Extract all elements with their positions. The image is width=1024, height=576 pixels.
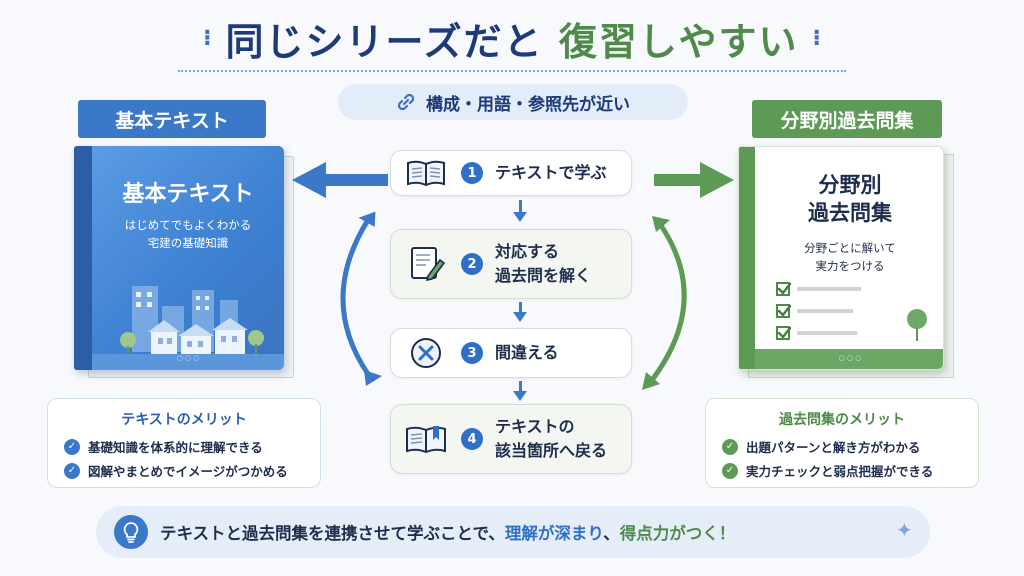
banner-highlight-understanding: 理解が深まり — [504, 524, 604, 543]
book-cover-subtitle-line1: 分野ごとに解いて — [804, 241, 896, 255]
step-text-line2: 過去問を解く — [495, 266, 592, 285]
step-3: 3 間違える — [390, 328, 632, 378]
subtitle-pill: 構成・用語・参照先が近い — [338, 84, 688, 120]
merit-title: テキストのメリット — [121, 412, 247, 428]
summary-banner: テキストと過去問集を連携させて学ぶことで、理解が深まり、得点力がつく！ — [96, 506, 930, 558]
book-cover: 分野別 過去問集 分野ごとに解いて 実力をつける — [738, 146, 944, 370]
step-number: 3 — [461, 342, 483, 364]
step-1: 1 テキストで学ぶ — [390, 150, 632, 196]
step-text-line1: テキストで学ぶ — [495, 163, 607, 182]
merit-item-text: 実力チェックと弱点把握ができる — [746, 464, 934, 479]
book-cover-subtitle-line1: はじめてでもよくわかる — [124, 218, 252, 232]
past-exam-merit-card: 過去問集のメリット ✓ 出題パターンと解き方がわかる ✓ 実力チェックと弱点把握… — [705, 398, 979, 488]
checklist-illustration — [776, 282, 927, 341]
title-part-2: 復習しやすい — [558, 19, 799, 64]
title-row: ⁝ 同じシリーズだと 復習しやすい ⁝ — [0, 10, 1024, 66]
book-cover-footer: ○ ○ ○ — [176, 354, 200, 362]
merit-title: 過去問集のメリット — [779, 412, 905, 428]
banner-text-a: テキストと過去問集を連携させて学ぶことで、 — [160, 524, 505, 543]
step-number: 4 — [461, 428, 483, 450]
sparkle-left-icon: ⁝ — [203, 25, 212, 51]
merit-item: ✓ 実力チェックと弱点把握ができる — [722, 461, 933, 480]
step-text-line2: 該当箇所へ戻る — [495, 441, 608, 460]
step-text-line1: 間違える — [495, 343, 559, 362]
banner-text: テキストと過去問集を連携させて学ぶことで、理解が深まり、得点力がつく！ — [160, 520, 735, 544]
book-cover-subtitle: 分野ごとに解いて 実力をつける — [755, 239, 943, 275]
lightbulb-icon — [114, 515, 148, 549]
arrow-to-past-exam — [654, 162, 734, 198]
book-cover-footer: ○ ○ ○ — [838, 354, 862, 362]
subtitle-text: 構成・用語・参照先が近い — [426, 94, 630, 115]
step-text-line1: テキストの — [495, 417, 575, 436]
check-icon: ✓ — [722, 438, 738, 455]
page-title: 同じシリーズだと 復習しやすい — [226, 11, 799, 66]
book-cover-subtitle: はじめてでもよくわかる 宅建の基礎知識 — [92, 216, 284, 252]
merit-item-text: 図解やまとめでイメージがつかめる — [88, 464, 288, 479]
open-book-icon — [391, 159, 461, 187]
step-number: 1 — [461, 162, 483, 184]
past-exam-book: 分野別 過去問集 分野ごとに解いて 実力をつける — [738, 146, 956, 378]
check-icon: ✓ — [64, 462, 80, 479]
book-cover-title-line1: 分野別 — [818, 173, 882, 197]
book-spine — [74, 146, 92, 370]
city-illustration — [92, 286, 284, 370]
book-cover: 基本テキスト はじめてでもよくわかる 宅建の基礎知識 — [74, 146, 284, 370]
title-underline — [178, 70, 846, 72]
step-number: 2 — [461, 253, 483, 275]
book-cover-subtitle-line2: 実力をつける — [815, 259, 885, 273]
book-cover-title-line2: 過去問集 — [808, 201, 892, 225]
step-text-line1: 対応する — [495, 242, 560, 261]
sparkle-right-icon: ⁝ — [812, 25, 821, 51]
book-cover-band — [755, 349, 943, 369]
merit-item-text: 基礎知識を体系的に理解できる — [88, 440, 263, 455]
book-cover-title: 基本テキスト — [122, 182, 254, 207]
cycle-arrow-left — [340, 217, 371, 377]
book-spine — [739, 147, 755, 369]
step-text: 間違える — [495, 341, 559, 365]
step-2: 2 対応する 過去問を解く — [390, 229, 632, 299]
step-4: 4 テキストの 該当箇所へ戻る — [390, 404, 632, 474]
left-book-label: 基本テキスト — [78, 100, 266, 138]
arrow-to-text — [292, 162, 388, 198]
bookmark-book-icon — [391, 424, 461, 454]
text-merit-card: テキストのメリット ✓ 基礎知識を体系的に理解できる ✓ 図解やまとめでイメージ… — [47, 398, 321, 488]
check-icon: ✓ — [64, 438, 80, 455]
book-cover-title: 分野別 過去問集 — [755, 171, 943, 227]
banner-highlight-score: 得点力がつく！ — [619, 524, 736, 543]
right-book-label: 分野別過去問集 — [752, 100, 942, 138]
step-text: 対応する 過去問を解く — [495, 240, 591, 288]
merit-item: ✓ 基礎知識を体系的に理解できる — [64, 437, 263, 456]
merit-item-text: 出題パターンと解き方がわかる — [746, 440, 921, 455]
basic-text-book: 基本テキスト はじめてでもよくわかる 宅建の基礎知識 — [74, 146, 294, 378]
sparkle-icon: ✦ — [896, 518, 913, 542]
banner-text-c: 、 — [603, 524, 620, 543]
step-down-arrows — [513, 200, 527, 401]
merit-item: ✓ 図解やまとめでイメージがつかめる — [64, 461, 288, 480]
link-icon — [397, 93, 415, 111]
pencil-paper-icon — [391, 244, 461, 284]
step-text: テキストで学ぶ — [495, 161, 607, 185]
x-circle-icon — [391, 337, 461, 369]
cycle-arrow-right — [649, 221, 687, 383]
title-part-1: 同じシリーズだと — [225, 19, 544, 64]
check-icon: ✓ — [722, 462, 738, 479]
step-text: テキストの 該当箇所へ戻る — [495, 415, 607, 463]
book-cover-subtitle-line2: 宅建の基礎知識 — [147, 236, 229, 250]
merit-item: ✓ 出題パターンと解き方がわかる — [722, 437, 920, 456]
